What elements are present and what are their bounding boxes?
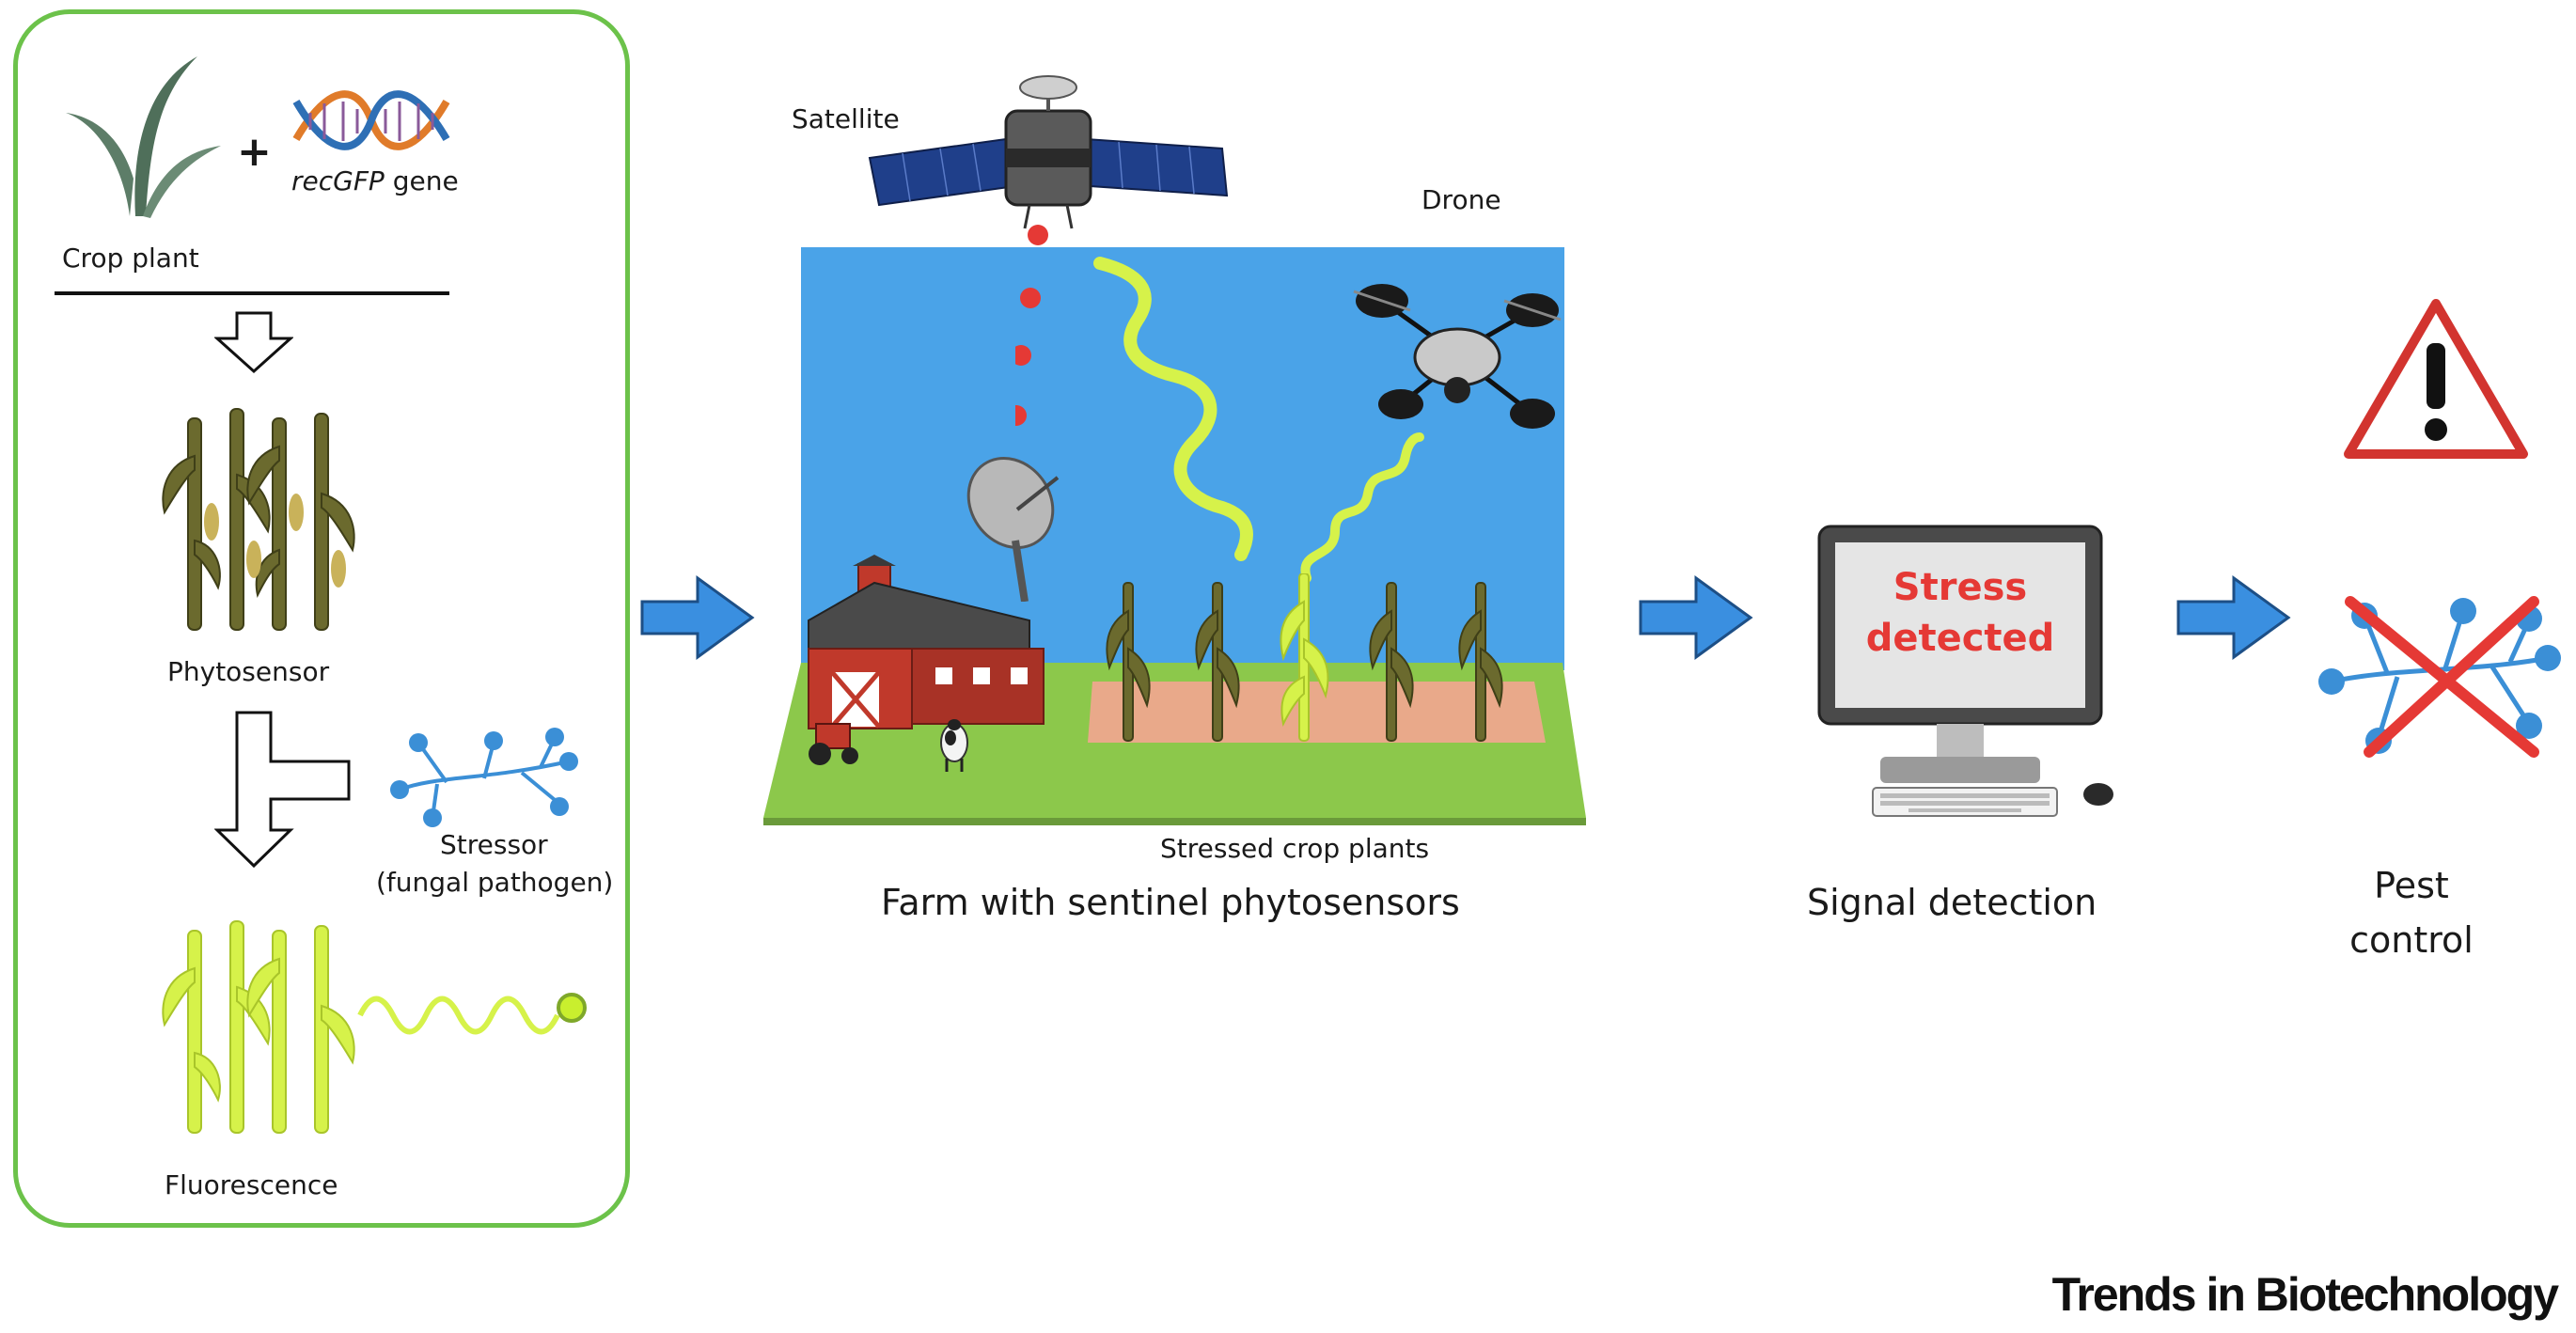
pest-caption-line1: Pest <box>2374 865 2449 906</box>
crop-plant-label: Crop plant <box>62 243 199 274</box>
cow-icon <box>940 719 968 772</box>
barn-icon <box>808 555 1045 729</box>
screen-text-line2: detected <box>1865 617 2055 660</box>
stressor-sublabel: (fungal pathogen) <box>376 867 614 898</box>
gene-suffix: gene <box>384 165 459 196</box>
fluorescent-plants-icon <box>162 920 355 1134</box>
computer-monitor-icon <box>1817 525 2103 783</box>
pest-caption-line2: control <box>2349 919 2474 961</box>
screen-text-line1: Stress <box>1893 566 2028 609</box>
branch-arrow-icon <box>214 711 351 869</box>
flow-arrow-2 <box>1639 575 1753 660</box>
gene-name: recGFP <box>291 165 385 196</box>
warning-icon <box>2344 299 2528 459</box>
down-arrow-icon <box>214 311 293 374</box>
mouse-icon <box>2083 783 2113 806</box>
plus-sign: + <box>237 128 272 176</box>
satellite-icon <box>868 75 1229 229</box>
pest-fungus-icon <box>2318 596 2561 758</box>
journal-logo: Trends in Biotechnology <box>2051 1268 2559 1321</box>
gene-label: recGFP gene <box>291 165 459 196</box>
divider-line <box>55 291 449 295</box>
keyboard-icon <box>1872 787 2058 817</box>
detection-caption: Signal detection <box>1807 882 2097 923</box>
signal-dots <box>1015 225 1048 426</box>
phytosensor-panel <box>13 9 630 1228</box>
dna-icon <box>292 90 450 150</box>
signal-wave-satellite <box>1093 257 1253 561</box>
farm-plant-row <box>1106 573 1503 742</box>
fluorescence-label: Fluorescence <box>165 1169 338 1200</box>
stressor-label: Stressor <box>440 829 548 860</box>
signal-wave-drone <box>1300 432 1424 583</box>
satellite-label: Satellite <box>792 103 900 134</box>
drone-label: Drone <box>1422 184 1501 215</box>
fungus-icon <box>390 728 578 827</box>
flow-arrow-3 <box>2176 575 2291 660</box>
stressed-plant <box>1280 573 1329 742</box>
phytosensor-label: Phytosensor <box>167 656 330 687</box>
satellite-dish-icon <box>966 456 1060 602</box>
farm-caption: Farm with sentinel phytosensors <box>881 882 1460 923</box>
seedling-icon <box>66 56 221 218</box>
stressed-plants-label: Stressed crop plants <box>1160 833 1430 864</box>
phytosensor-plants-icon <box>162 408 355 631</box>
fluorescence-wave-icon <box>357 993 587 1035</box>
flow-arrow-1 <box>640 575 755 660</box>
tractor-icon <box>809 723 858 765</box>
drone-icon <box>1353 284 1562 429</box>
